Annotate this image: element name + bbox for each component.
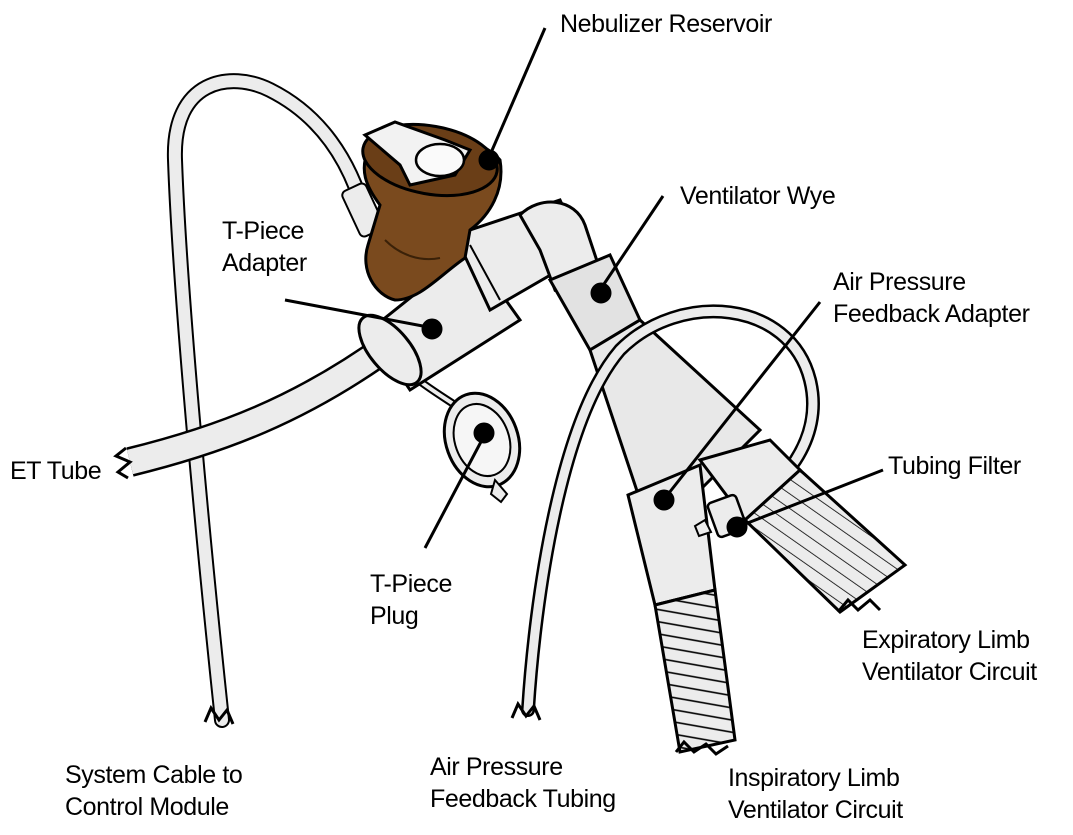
label-t-piece-adapter: T-Piece Adapter xyxy=(222,215,307,279)
dot-tubing-filter xyxy=(728,518,746,536)
label-air-pressure-feedback-tubing: Air Pressure Feedback Tubing xyxy=(430,751,616,815)
label-nebulizer-reservoir: Nebulizer Reservoir xyxy=(560,8,772,40)
label-ventilator-wye: Ventilator Wye xyxy=(680,180,835,212)
leader-nebulizer xyxy=(490,28,545,155)
leader-wye xyxy=(600,196,663,290)
dot-t-piece-adapter xyxy=(423,320,441,338)
dot-wye xyxy=(592,284,610,302)
dot-feedback-adapter xyxy=(655,491,673,509)
label-air-pressure-feedback-adapter: Air Pressure Feedback Adapter xyxy=(833,266,1030,330)
dot-nebulizer xyxy=(480,151,498,169)
label-expiratory-limb: Expiratory Limb Ventilator Circuit xyxy=(862,624,1037,688)
label-system-cable: System Cable to Control Module xyxy=(65,759,242,823)
et-tube xyxy=(116,345,390,478)
label-t-piece-plug: T-Piece Plug xyxy=(370,568,452,632)
label-inspiratory-limb: Inspiratory Limb Ventilator Circuit xyxy=(728,762,903,826)
dot-t-piece-plug xyxy=(475,424,493,442)
label-tubing-filter: Tubing Filter xyxy=(888,450,1021,482)
label-et-tube: ET Tube xyxy=(10,455,101,487)
